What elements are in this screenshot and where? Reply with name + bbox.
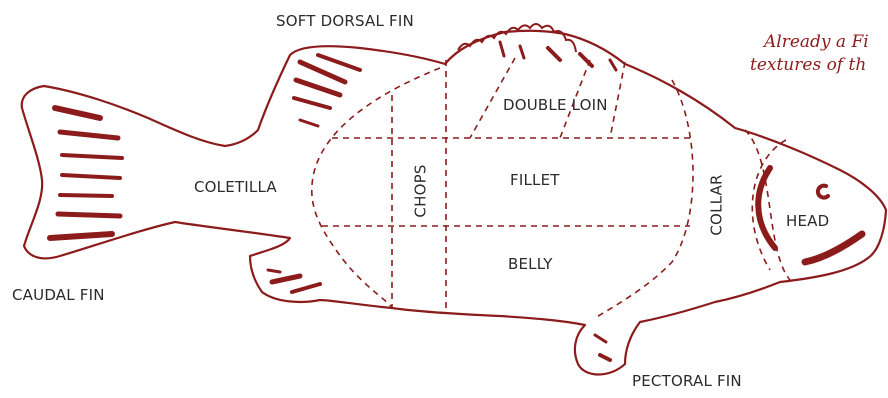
label-head: HEAD: [786, 212, 829, 230]
pectoral-fin-rays: [595, 335, 610, 360]
label-double-loin: DOUBLE LOIN: [503, 96, 608, 114]
anal-fin-rays: [268, 270, 320, 292]
label-coletilla: COLETILLA: [194, 178, 277, 196]
label-pectoral-fin: PECTORAL FIN: [632, 372, 742, 390]
soft-dorsal-fin-rays: [294, 55, 360, 126]
note-line-2: textures of th: [750, 55, 866, 75]
caudal-fin-rays: [50, 108, 122, 238]
label-collar: COLLAR: [708, 174, 726, 235]
label-fillet: FILLET: [510, 171, 560, 189]
dorsal-fin-scallops: [458, 24, 576, 52]
note-line-1: Already a Fi: [764, 32, 869, 52]
label-belly: BELLY: [508, 255, 553, 273]
label-caudal-fin: CAUDAL FIN: [12, 286, 105, 304]
label-chops: CHOPS: [412, 164, 430, 217]
label-soft-dorsal-fin: SOFT DORSAL FIN: [276, 12, 414, 30]
